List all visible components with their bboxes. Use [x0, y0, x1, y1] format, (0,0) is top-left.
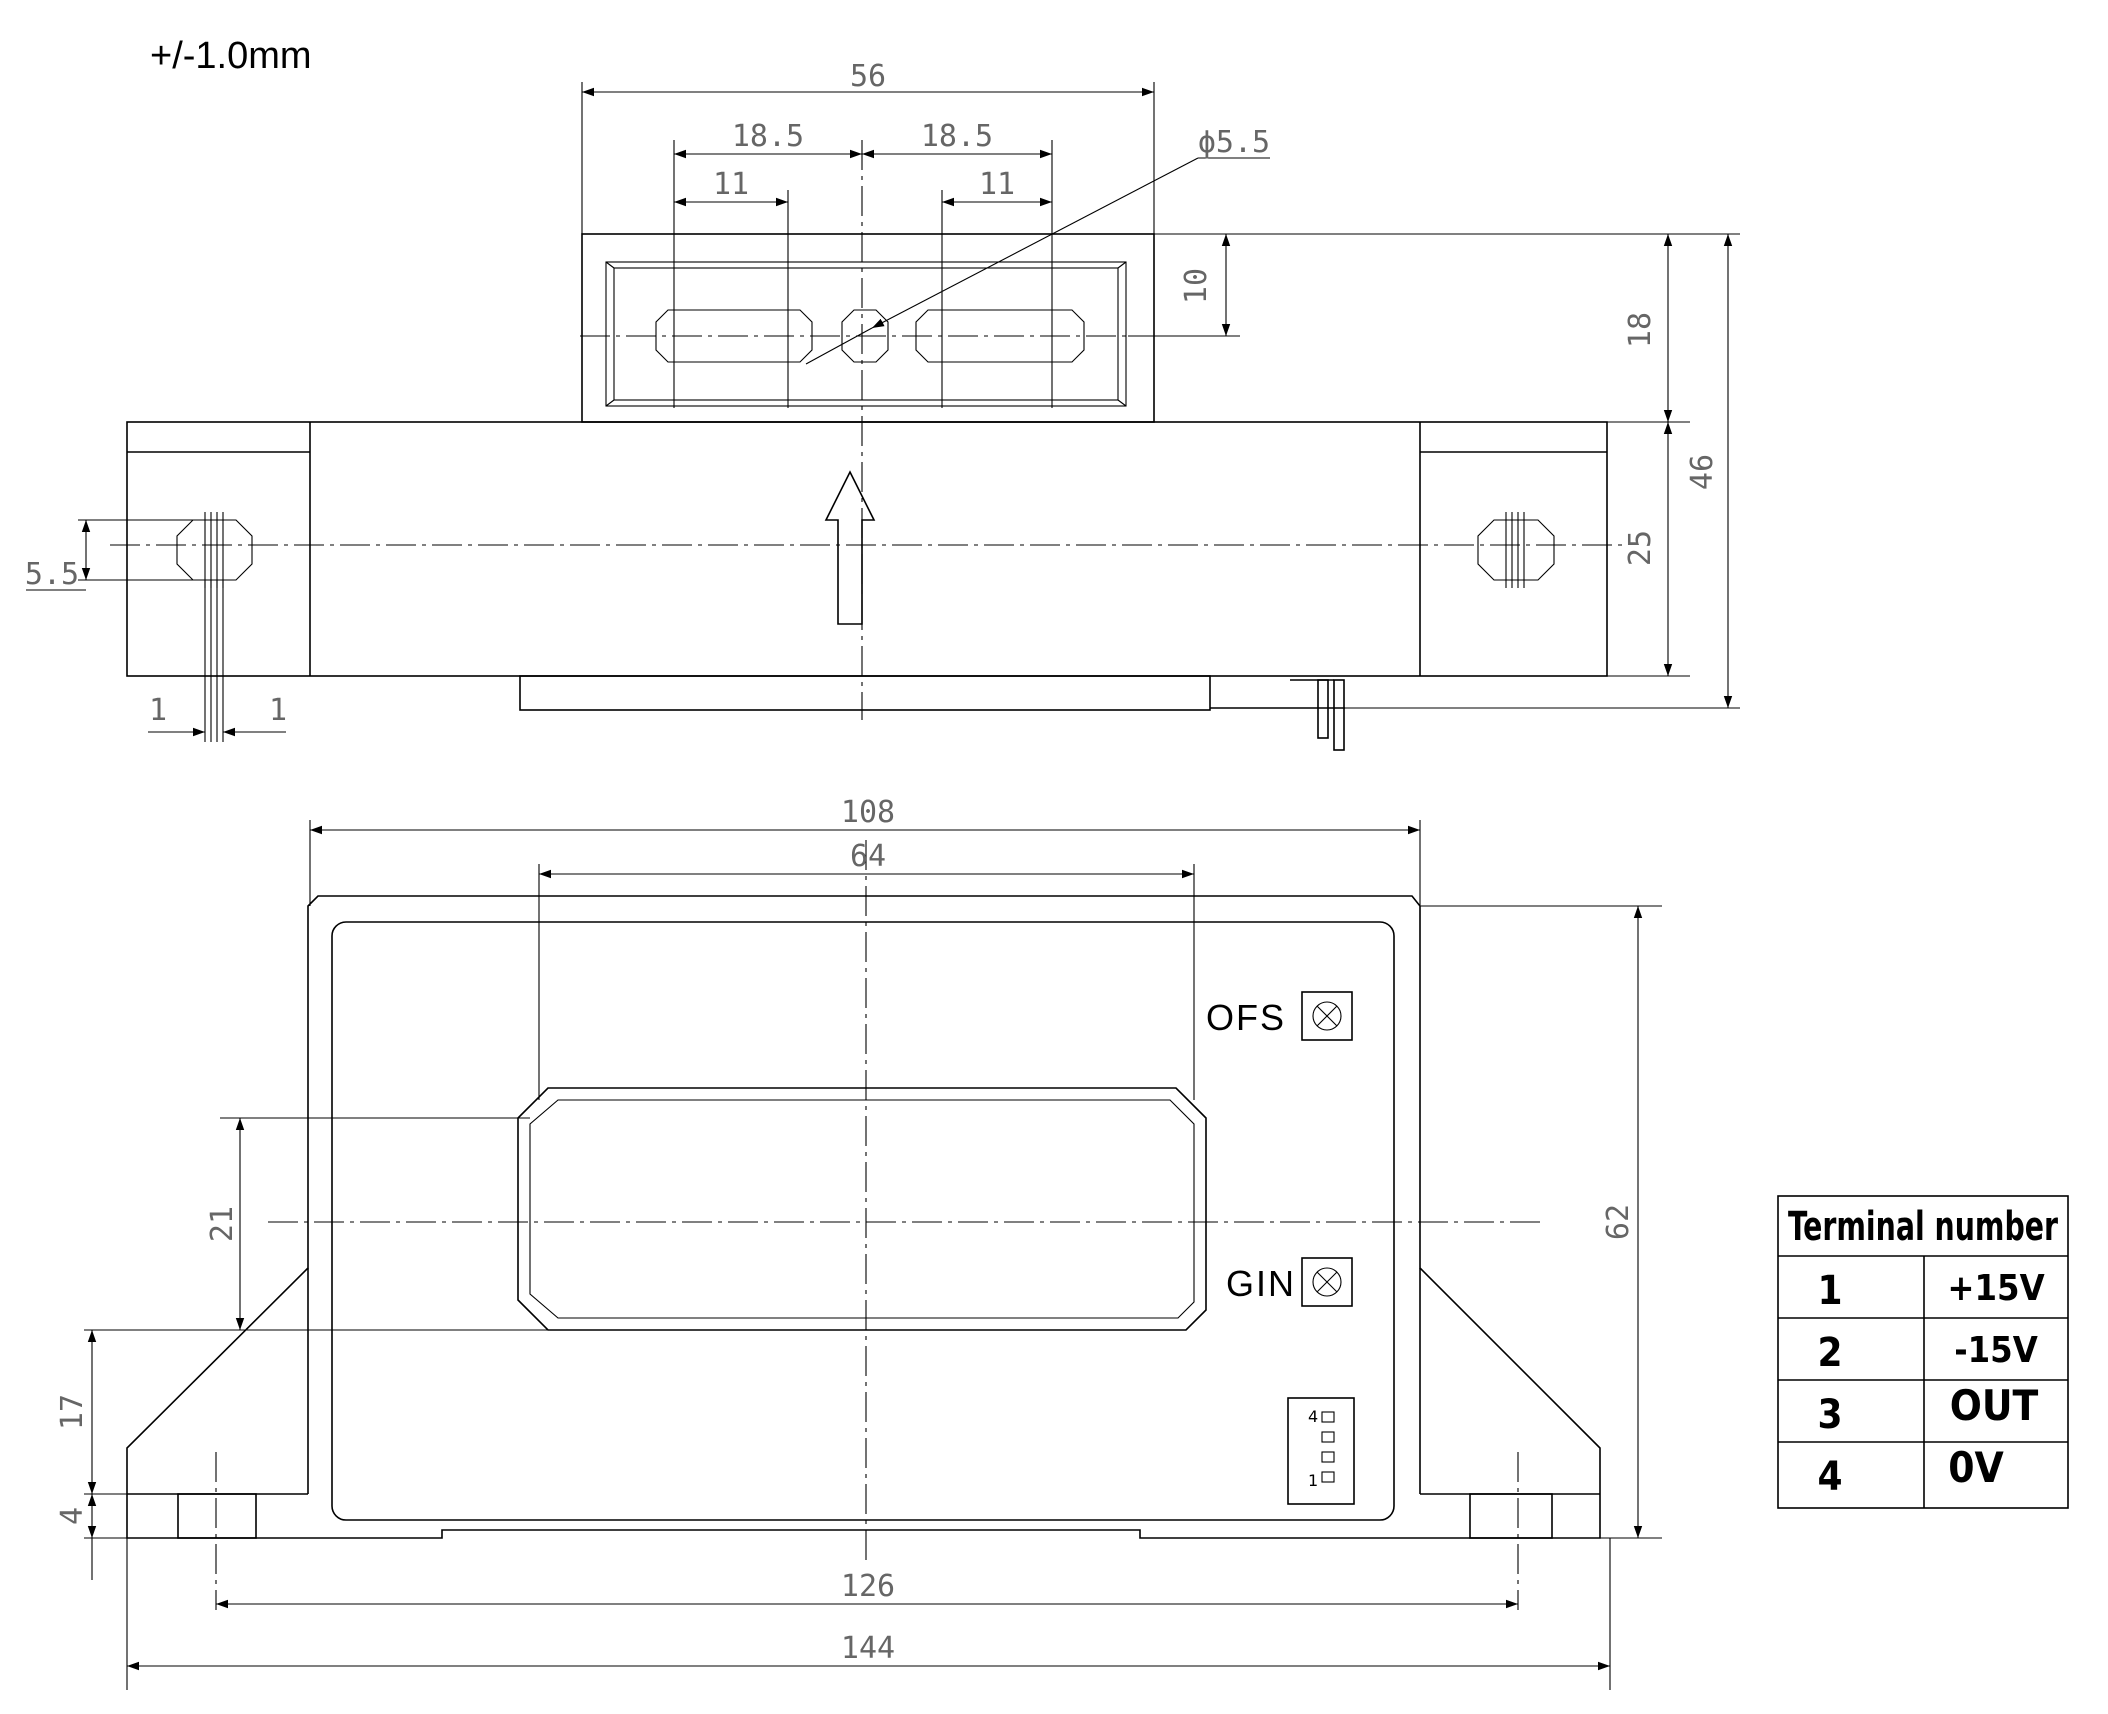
foot-left: [177, 1493, 257, 1539]
table-pin-3: 3: [1817, 1392, 1842, 1438]
dim-wall-right: 1: [269, 693, 287, 728]
front-panel: [331, 921, 1395, 1521]
slot-left: [655, 309, 813, 363]
socket-pin4-label: 4: [1308, 1407, 1318, 1426]
front-outline: [126, 895, 1601, 1539]
tolerance-note: +/-1.0mm: [150, 35, 312, 77]
dim-base-thickness: 4: [55, 1507, 90, 1525]
main-body: [126, 421, 1608, 677]
dim-body-width: 108: [841, 795, 895, 830]
connector-socket: [1287, 1397, 1355, 1505]
dim-window-height: 21: [205, 1206, 240, 1242]
current-direction-arrow: [824, 470, 876, 625]
bottom-tab: [519, 675, 1211, 711]
connector-inner: [613, 267, 1119, 401]
dim-flange-height: 17: [55, 1394, 90, 1430]
dim-hole-spacing: 126: [841, 1569, 895, 1604]
table-signal-3: OUT: [1950, 1381, 2039, 1430]
mount-hole-left: [176, 512, 253, 588]
table-pin-2: 2: [1817, 1330, 1842, 1376]
window-inner: [529, 1099, 1195, 1319]
dim-overall-height: 46: [1685, 454, 1720, 490]
dim-mount-hole: 5.5: [25, 557, 79, 592]
dim-wall-left: 1: [149, 693, 167, 728]
dim-window-width: 64: [850, 839, 886, 874]
dim-connector-width: 56: [850, 59, 886, 94]
connector-inner-outer: [605, 261, 1127, 407]
dim-total-height: 62: [1601, 1204, 1636, 1240]
dim-hole-diameter: ϕ5.5: [1198, 125, 1270, 160]
dim-body-height: 25: [1623, 530, 1658, 566]
pin-b: [1333, 679, 1345, 751]
table-title: Terminal number: [1788, 1204, 2058, 1250]
dim-pitch-left: 18.5: [732, 119, 804, 154]
table-pin-1: 1: [1817, 1268, 1842, 1314]
table-signal-2: -15V: [1954, 1330, 2038, 1371]
window-outer: [517, 1087, 1207, 1331]
dim-pitch-right: 18.5: [921, 119, 993, 154]
gin-label: GIN: [1226, 1263, 1296, 1304]
pin-a: [1317, 679, 1329, 739]
ofs-label: OFS: [1206, 997, 1286, 1038]
dim-slot-left: 11: [713, 167, 749, 202]
table-signal-4: 0V: [1948, 1443, 2004, 1492]
gin-pot: [1301, 1257, 1353, 1307]
dim-overall-width: 144: [841, 1631, 895, 1666]
ofs-pot: [1301, 991, 1353, 1041]
dim-connector-height: 18: [1623, 312, 1658, 348]
top-view: 56 18.5 18.5 11 11 ϕ5.5 10 18 46 25 5.5 …: [25, 59, 1740, 751]
dim-depth: 10: [1179, 268, 1214, 304]
center-hole: [841, 309, 889, 363]
table-signal-1: +15V: [1947, 1268, 2044, 1309]
terminal-table: Terminal number 1 +15V 2 -15V 3 OUT 4 0V: [1777, 1195, 2069, 1509]
socket-pin1-label: 1: [1308, 1471, 1318, 1490]
slot-right: [915, 309, 1085, 363]
foot-right: [1469, 1493, 1553, 1539]
dim-slot-right: 11: [979, 167, 1015, 202]
table-pin-4: 4: [1817, 1454, 1842, 1500]
mount-hole-right: [1477, 512, 1555, 588]
front-view: OFS GIN 4 1: [55, 795, 1662, 1690]
